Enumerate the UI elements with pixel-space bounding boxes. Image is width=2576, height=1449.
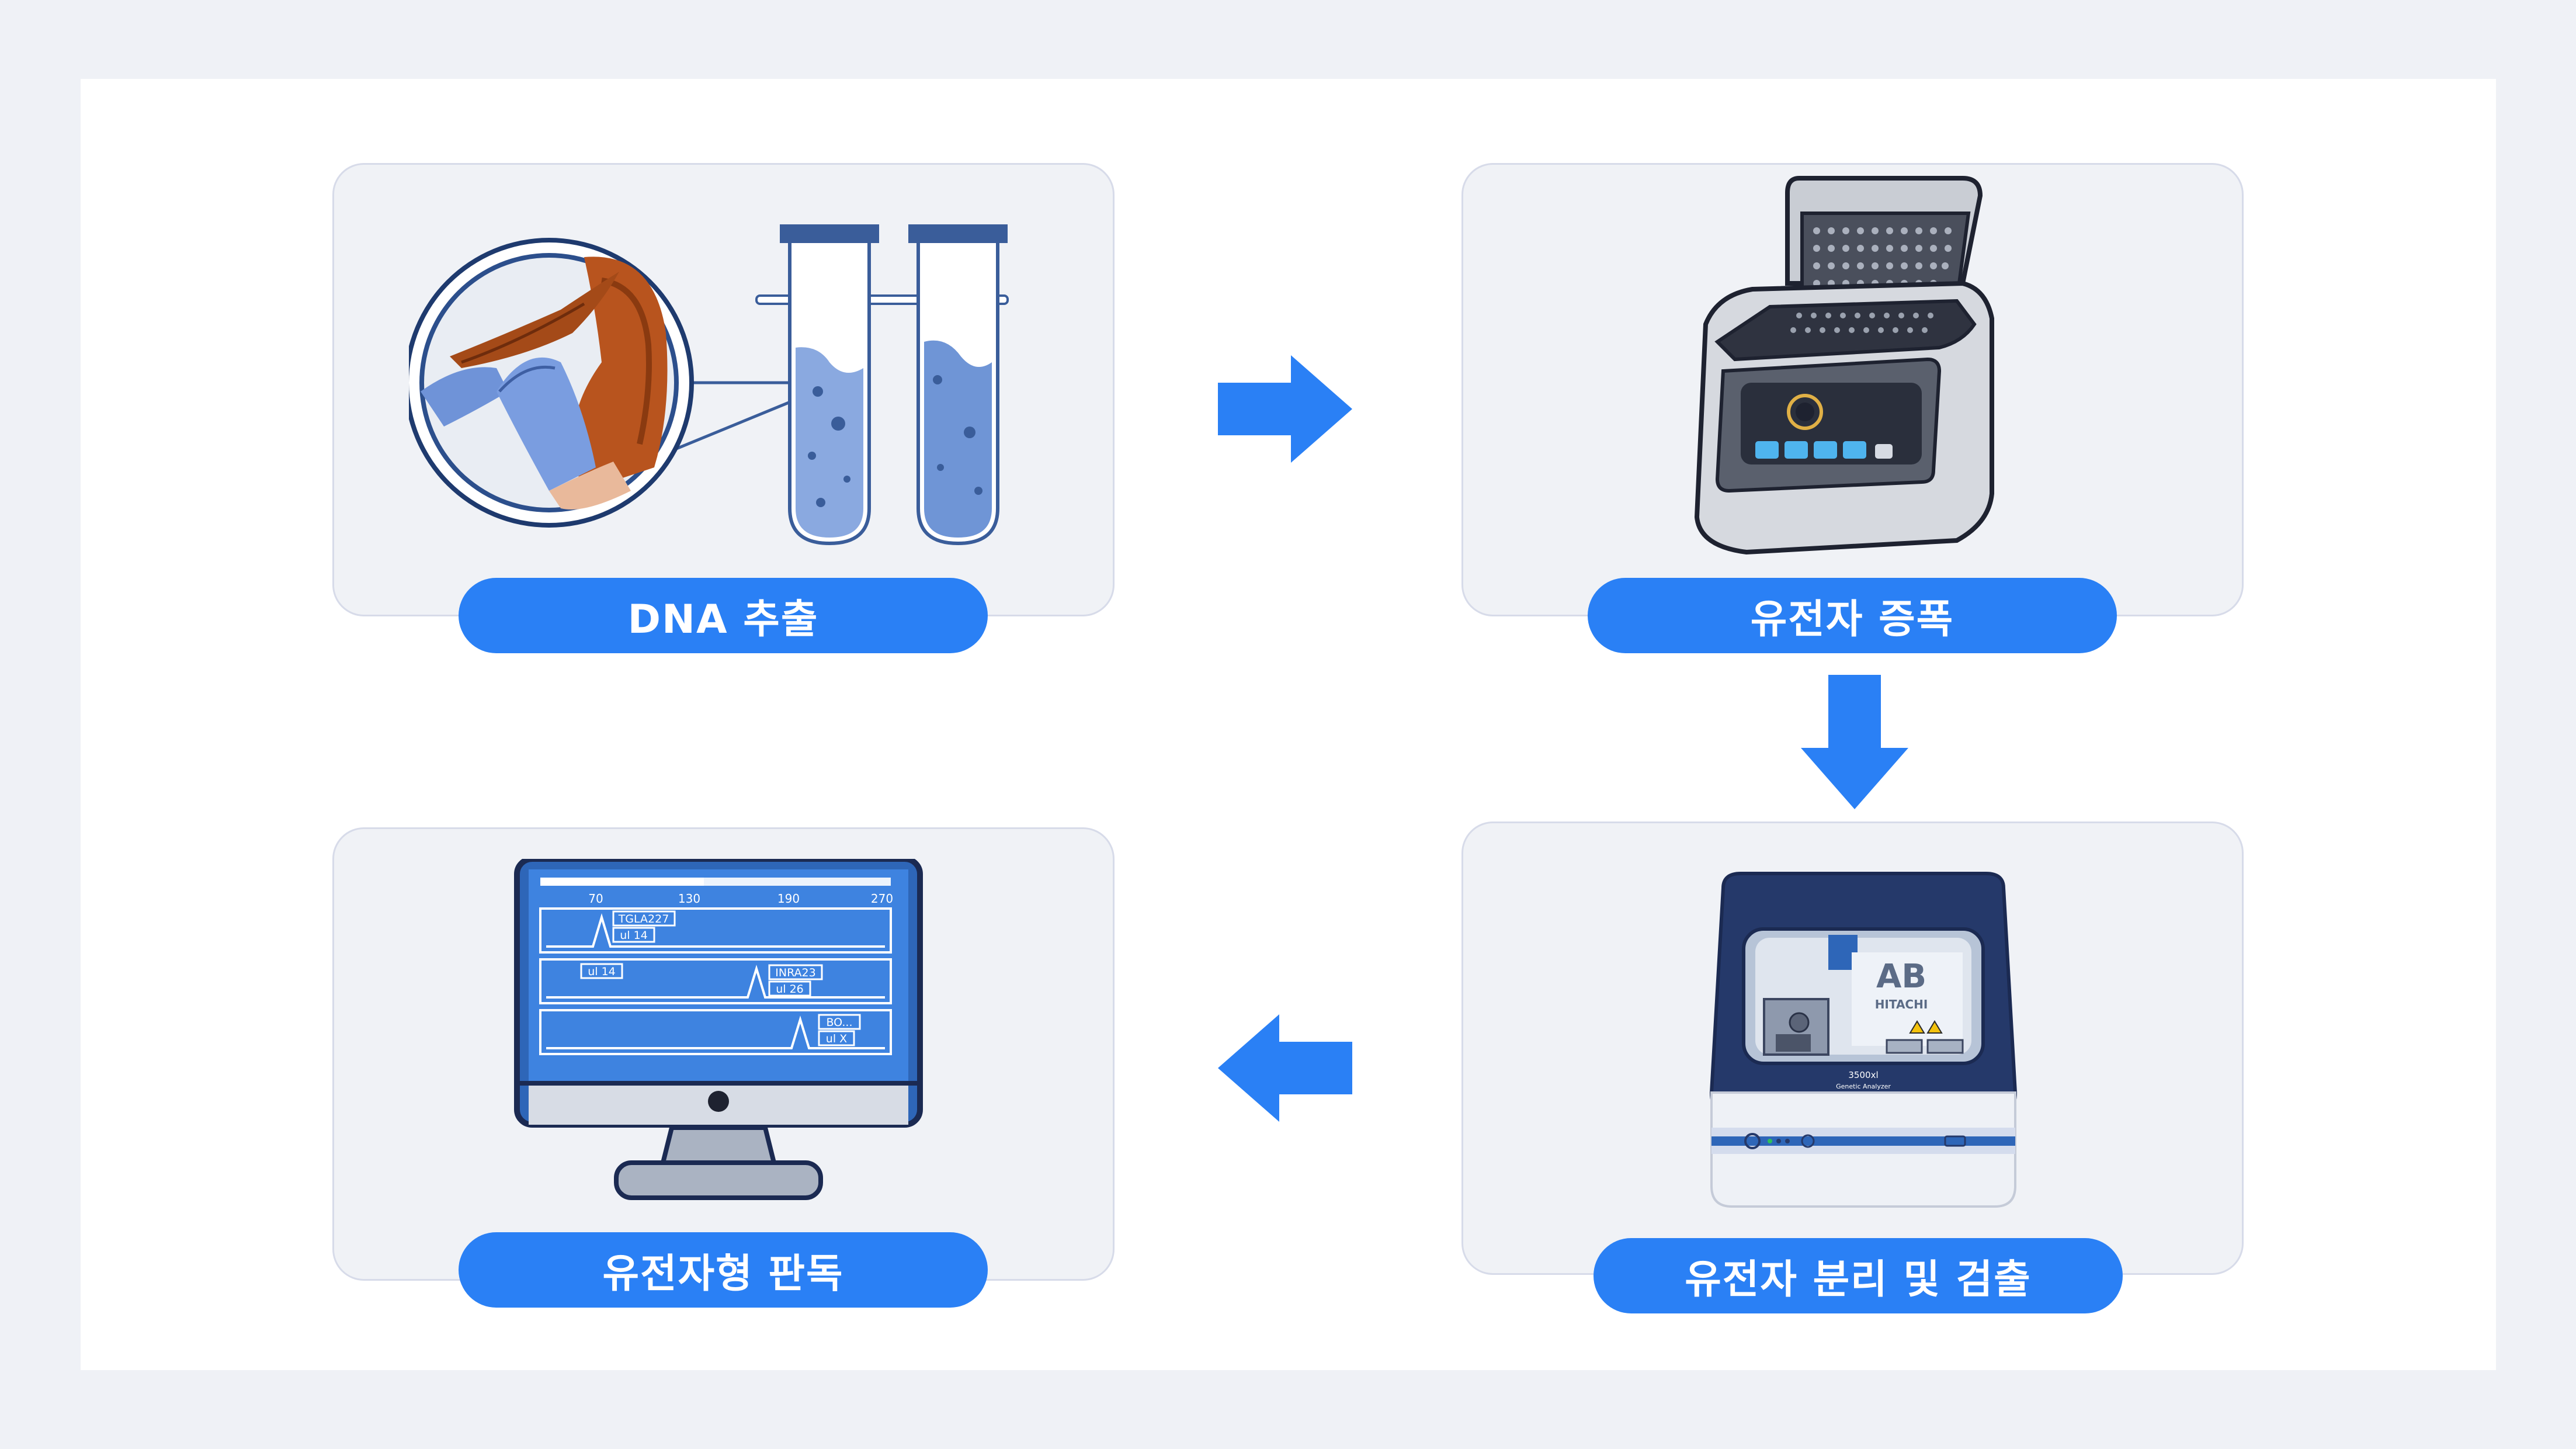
peak-allele: ul 14 xyxy=(620,929,648,942)
peak-allele: ul X xyxy=(826,1032,847,1045)
arrow-left-icon xyxy=(1218,1014,1352,1122)
scale-tick: 130 xyxy=(678,892,700,906)
magnifier-icon xyxy=(409,238,694,528)
step-label-dna-extraction: DNA 추출 xyxy=(459,578,988,653)
step-label-gene-amplification: 유전자 증폭 xyxy=(1588,578,2117,653)
genetic-analyzer-illustration: AB HITACHI 3500xl Genetic Analyzer xyxy=(1709,872,2018,1208)
peak-allele: ul 26 xyxy=(776,983,804,996)
arrow-right-icon xyxy=(1218,355,1352,463)
thermal-cycler-illustration xyxy=(1694,176,1994,555)
peak-label: ul 14 xyxy=(588,965,616,978)
analyzer-subtitle: Genetic Analyzer xyxy=(1836,1083,1891,1090)
monitor-illustration: 70 130 190 270 TGLA227 ul 14 ul 14 INRA2… xyxy=(514,859,923,1200)
analyzer-model: 3500xl xyxy=(1848,1070,1878,1080)
step-label-genotype-reading: 유전자형 판독 xyxy=(459,1232,988,1308)
scale-tick: 270 xyxy=(871,892,893,906)
scale-tick: 190 xyxy=(777,892,800,906)
test-tube-icon xyxy=(780,224,879,546)
step-label-gene-separation: 유전자 분리 및 검출 xyxy=(1593,1238,2123,1313)
dna-extraction-illustration xyxy=(409,224,1009,546)
brand-logo: AB xyxy=(1876,958,1926,996)
peak-label: BO... xyxy=(826,1016,852,1029)
test-tube-icon xyxy=(908,224,1008,546)
arrow-down-icon xyxy=(1801,675,1908,809)
scale-tick: 70 xyxy=(588,892,603,906)
brand-name: HITACHI xyxy=(1875,997,1928,1011)
peak-label: TGLA227 xyxy=(618,913,669,925)
control-buttons xyxy=(1755,441,1893,459)
peak-label: INRA23 xyxy=(775,966,815,979)
